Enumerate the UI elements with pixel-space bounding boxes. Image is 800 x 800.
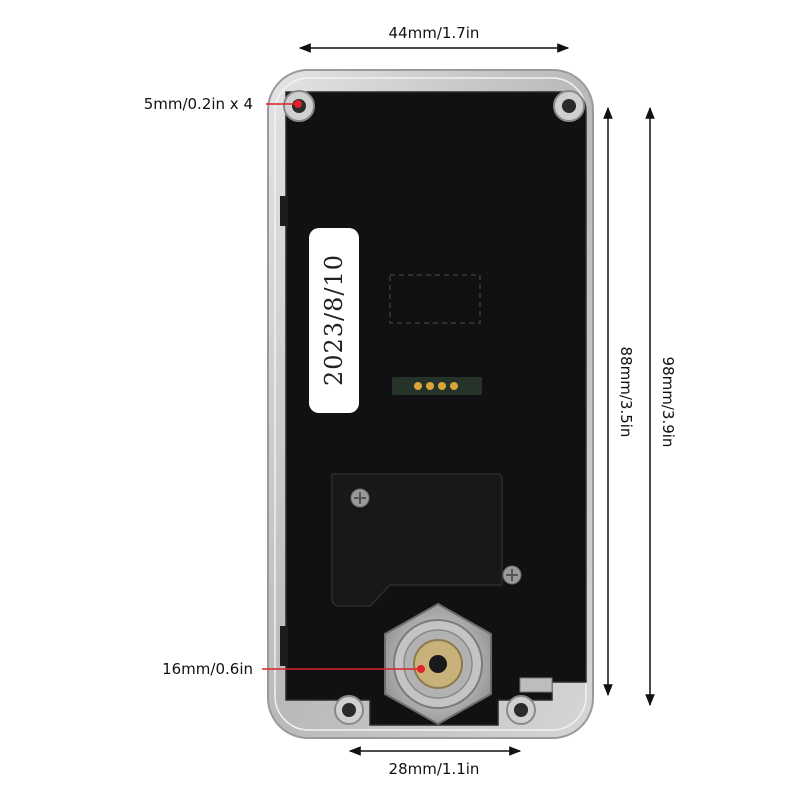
total-height-label: 98mm/3.9in [659,357,677,448]
mounting-hole-icon [553,90,585,122]
bracket [519,677,553,693]
top-width-label: 44mm/1.7in [389,24,480,42]
screw-icon [502,565,522,585]
battery-cover [331,473,503,607]
side-tab [280,626,288,666]
panel-height-label: 88mm/3.5in [617,347,635,438]
cylinder-callout [262,665,425,673]
mounting-hole-icon [506,695,536,725]
cylinder-diameter-label: 16mm/0.6in [162,660,253,678]
date-sticker: 2023/8/10 [309,228,359,413]
hole-callout [266,100,302,108]
lock-cylinder [384,602,492,726]
dashed-outline [389,274,481,324]
date-label: 2023/8/10 [320,254,348,386]
side-tab [280,196,288,226]
screw-icon [350,488,370,508]
mounting-hole-icon [334,695,364,725]
bottom-width-label: 28mm/1.1in [389,760,480,778]
hole-diameter-label: 5mm/0.2in x 4 [144,95,253,113]
rear-panel [280,91,587,726]
connector-pins [392,377,482,395]
